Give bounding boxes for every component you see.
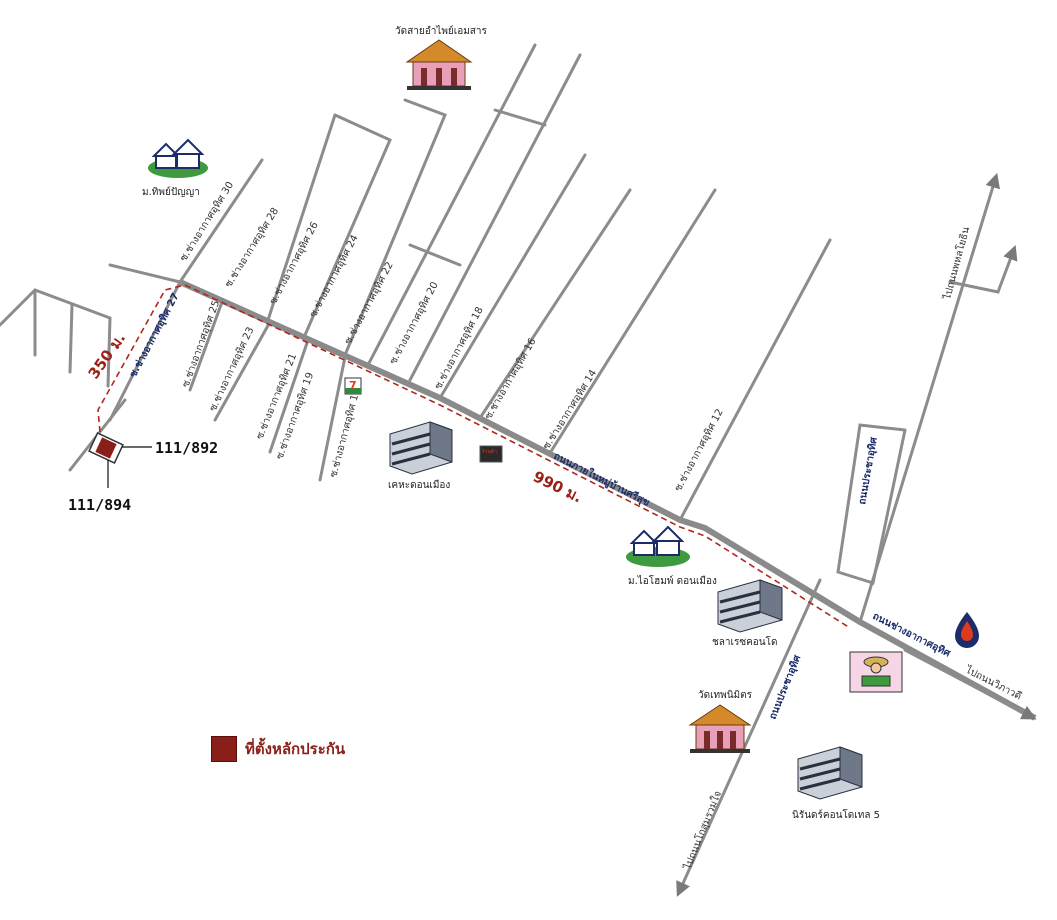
- plot-label-a: 111/892: [155, 439, 218, 457]
- svg-text:ซ.ช่างอากาศอุทิศ 22: ซ.ช่างอากาศอุทิศ 22: [343, 260, 396, 346]
- svg-text:ซ.ช่างอากาศอุทิศ 23: ซ.ช่างอากาศอุทิศ 23: [208, 325, 257, 413]
- svg-text:ซ.ช่างอากาศอุทิศ 17: ซ.ช่างอากาศอุทิศ 17: [328, 387, 362, 478]
- condo-right-label: ชลาเรซคอนโด: [712, 635, 778, 648]
- condo-bottom-label: นิรันดร์คอนโดเทล 5: [792, 808, 880, 821]
- temple-bottom-label: วัดเทพนิมิตร: [698, 690, 753, 701]
- plot-label-b: 111/894: [68, 496, 131, 514]
- road-label-soi27: ซ.ช่างอากาศอุทิศ 27: [127, 291, 182, 380]
- svg-text:ซ.ช่างอากาศอุทิศ 14: ซ.ช่างอากาศอุทิศ 14: [541, 368, 599, 452]
- temple-top-icon: [405, 39, 473, 90]
- svg-text:ซ.ช่างอากาศอุทิศ 16: ซ.ช่างอากาศอุทิศ 16: [483, 337, 538, 422]
- shop-sign-icon: ร้านค้า: [479, 445, 503, 463]
- svg-text:ร้านค้า: ร้านค้า: [482, 448, 498, 455]
- village-top-icon: [148, 138, 208, 178]
- right-roads: [676, 172, 1037, 897]
- condo-mid-icon: [389, 421, 453, 475]
- legend-label: ที่ตั้งหลักประกัน: [245, 740, 346, 758]
- soi-27-road: [108, 280, 182, 422]
- condo-mid-label: เคหะดอนเมือง: [388, 479, 450, 491]
- condo-right-icon: [717, 579, 783, 633]
- road-label-pracha-a: ถนนประชาอุทิศ: [856, 436, 880, 506]
- road-label-to-top: ไปถนนพหลโยธิน: [940, 225, 972, 302]
- main-road: [178, 279, 1037, 721]
- seven-eleven-icon: 7: [344, 377, 362, 395]
- market-icon: [849, 651, 903, 693]
- upper-soi-roads: [108, 43, 832, 522]
- condo-bottom-icon: [797, 746, 863, 800]
- svg-text:ซ.ช่างอากาศอุทิศ 26: ซ.ช่างอากาศอุทิศ 26: [268, 220, 321, 306]
- legend: ที่ตั้งหลักประกัน: [211, 736, 345, 762]
- svg-text:ซ.ช่างอากาศอุทิศ 20: ซ.ช่างอากาศอุทิศ 20: [388, 280, 441, 366]
- temple-top-label: วัดสายอำไพย์เอมสาร: [395, 25, 488, 37]
- svg-text:7: 7: [349, 379, 357, 392]
- route-350m: [97, 284, 186, 433]
- village-mid-label: ม.ไอโฮมพ์ ดอนเมือง: [628, 574, 717, 587]
- village-top-label: ม.ทิพย์ปัญญา: [142, 186, 200, 198]
- svg-text:ซ.ช่างอากาศอุทิศ 24: ซ.ช่างอากาศอุทิศ 24: [308, 233, 361, 319]
- temple-bottom-icon: [688, 704, 752, 753]
- collateral-plot: [88, 432, 124, 464]
- village-mid-icon: [626, 525, 690, 567]
- route-990m: [184, 284, 851, 629]
- road-label-to-bottom: ไปถนนโกสุมรวมใจ: [680, 789, 724, 872]
- lower-soi-roads: [188, 300, 347, 482]
- gas-station-icon: [955, 612, 979, 648]
- svg-text:ซ.ช่างอากาศอุทิศ 25: ซ.ช่างอากาศอุทิศ 25: [180, 299, 222, 389]
- legend-swatch: [211, 736, 237, 762]
- svg-text:ซ.ช่างอากาศอุทิศ 28: ซ.ช่างอากาศอุทิศ 28: [223, 206, 281, 290]
